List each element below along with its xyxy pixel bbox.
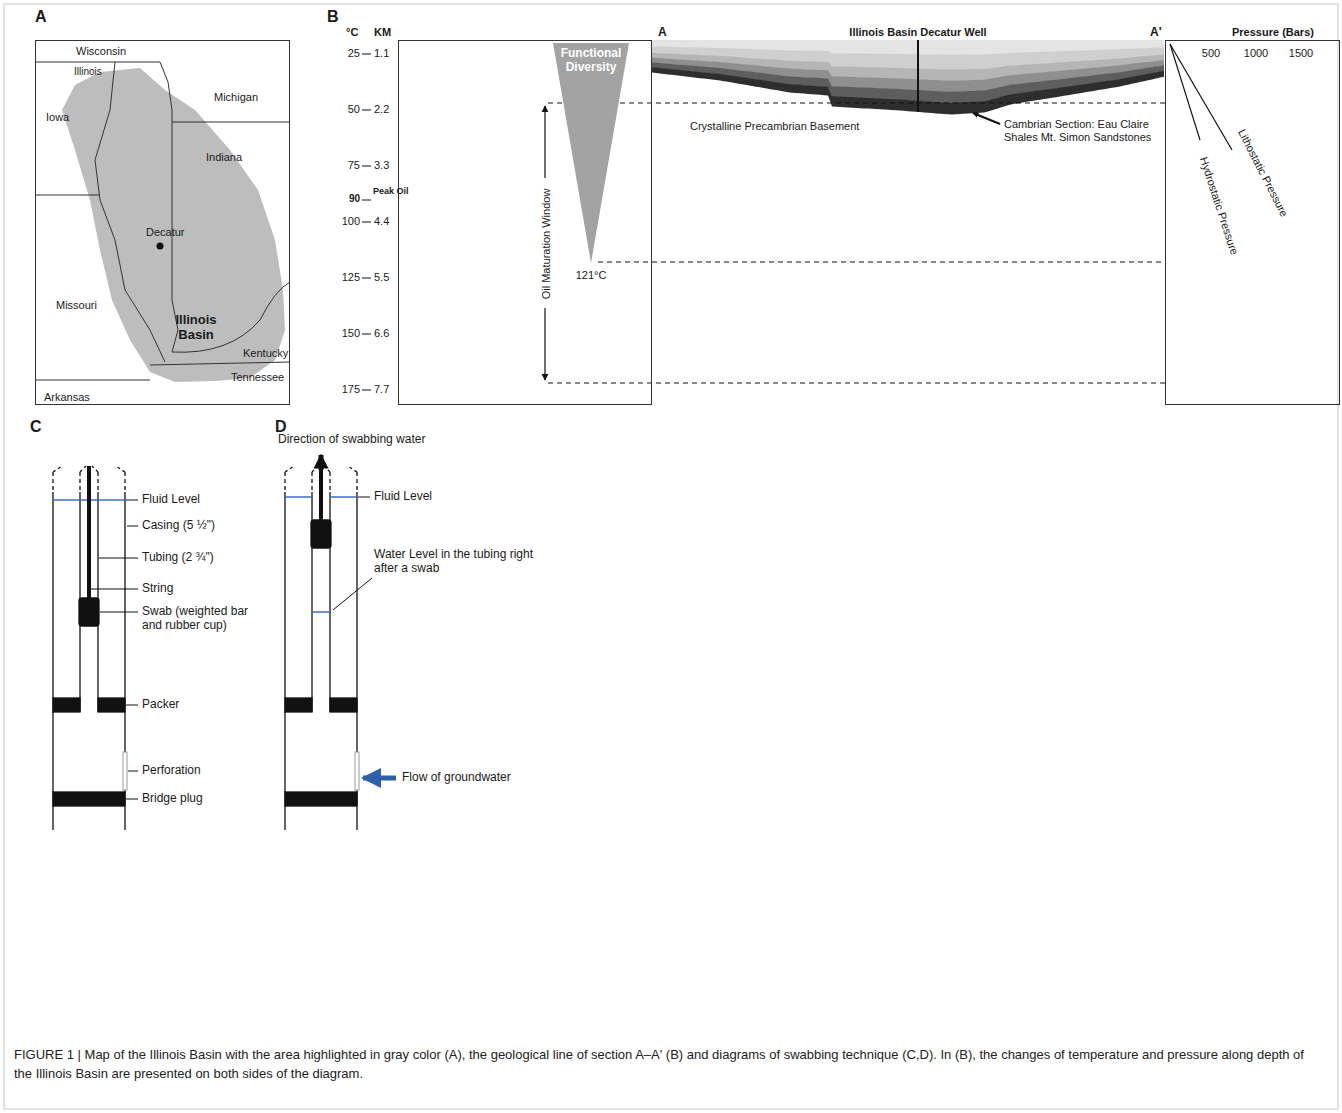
part-label: Flow of groundwater (402, 771, 511, 785)
part-label: Water Level in the tubing right after a … (374, 548, 554, 576)
state-name: Kentucky (243, 347, 288, 360)
figure-frame (4, 4, 1338, 1109)
rock-unit-label: Cambrian Section: Eau Claire Shales Mt. … (1004, 118, 1162, 143)
part-label: Fluid Level (374, 490, 432, 504)
temperature-tick: 150 (342, 327, 360, 340)
well-diagram-c (53, 466, 138, 830)
temperature-tick: 90 (349, 193, 360, 205)
scale-ticks (362, 54, 371, 390)
pressure-lines (1170, 44, 1232, 150)
temperature-tick: 100 (342, 215, 360, 228)
window-arrow-bottom (544, 308, 545, 380)
temperature-tick: 125 (342, 271, 360, 284)
temperature-tick: 50 (348, 103, 360, 116)
state-name: Michigan (214, 91, 258, 104)
temperature-tick: 175 (342, 383, 360, 396)
part-label: Tubing (2 ¾") (142, 551, 214, 565)
axis-title: °C (346, 26, 358, 39)
scale-panel: Oil Maturation Window 121°C Functional Div… (398, 40, 652, 405)
part-label: Bridge plug (142, 792, 203, 806)
state-name: Arkansas (44, 391, 90, 404)
panel-letter: C (30, 418, 42, 436)
depth-tick: 4.4 (374, 215, 389, 228)
depth-tick: 2.2 (374, 103, 389, 116)
well-line (917, 40, 919, 112)
axis-title: KM (374, 26, 391, 39)
basin-layer (652, 62, 1164, 103)
triangle-label: Functional Diversity (555, 47, 627, 75)
well-name: Illinois Basin Decatur Well (849, 26, 986, 39)
curve-label: Lithostatic Pressure (1235, 127, 1290, 219)
part-label: Swab (weighted bar and rubber cup) (142, 605, 267, 633)
depth-tick: 5.5 (374, 271, 389, 284)
state-name: Tennessee (231, 371, 284, 384)
section-end: A (658, 26, 667, 40)
depth-dashes (548, 103, 1165, 383)
map-panel: WisconsinIllinoisMichiganIowaIndianaDeca… (35, 40, 290, 405)
decatur-dot (157, 243, 164, 250)
section-frame (652, 40, 1165, 405)
cambrian-pointer (973, 113, 1000, 124)
rock-unit-label: Crystalline Precambrian Basement (690, 120, 859, 133)
city-name: Decatur (146, 226, 185, 239)
part-label: Fluid Level (142, 493, 200, 507)
temperature-label: 121°C (576, 269, 607, 282)
figure-caption: FIGURE 1 | Map of the Illinois Basin wit… (14, 1046, 1324, 1084)
part-label: Casing (5 ½") (142, 519, 215, 533)
depth-tick: 6.6 (374, 327, 389, 340)
window-label: Oil Maturation Window (540, 189, 553, 300)
part-label: Packer (142, 698, 179, 712)
state-name: Illinois (74, 66, 102, 78)
state-name: Wisconsin (76, 45, 126, 58)
basin-region (62, 68, 285, 382)
temperature-tick: 75 (348, 159, 360, 172)
window-arrow-top (544, 106, 545, 178)
well-diagram-d (285, 455, 396, 830)
functional-diversity-triangle: Functional Diversity (553, 43, 629, 263)
depth-tick: 3.3 (374, 159, 389, 172)
curve-label: Hydrostatic Pressure (1197, 155, 1241, 256)
part-label: Direction of swabbing water (278, 433, 425, 447)
basin-layer (652, 67, 1164, 114)
pressure-panel: 500 1000 1500Lithostatic PressureHydrostat… (1165, 40, 1340, 405)
basin-name: Illinois Basin (161, 313, 231, 343)
state-name: Missouri (56, 299, 97, 312)
state-name: Indiana (206, 151, 242, 164)
depth-tick: 7.7 (374, 383, 389, 396)
part-label: Perforation (142, 764, 201, 778)
part-label: String (142, 582, 173, 596)
state-name: Iowa (46, 111, 69, 124)
panel-letter: A (35, 8, 47, 26)
peak-oil-label: Peak Oil (373, 186, 409, 196)
triangle-shape (553, 43, 629, 263)
axis-value: 1000 (1244, 47, 1268, 60)
state-borders (35, 62, 290, 380)
axis-title: Pressure (Bars) (1232, 26, 1314, 39)
panel-letter: B (327, 8, 339, 26)
depth-tick: 1.1 (374, 47, 389, 60)
section-end: A' (1150, 26, 1162, 40)
axis-value: 500 (1202, 47, 1220, 60)
axis-value: 1500 (1289, 47, 1313, 60)
temperature-tick: 25 (348, 47, 360, 60)
